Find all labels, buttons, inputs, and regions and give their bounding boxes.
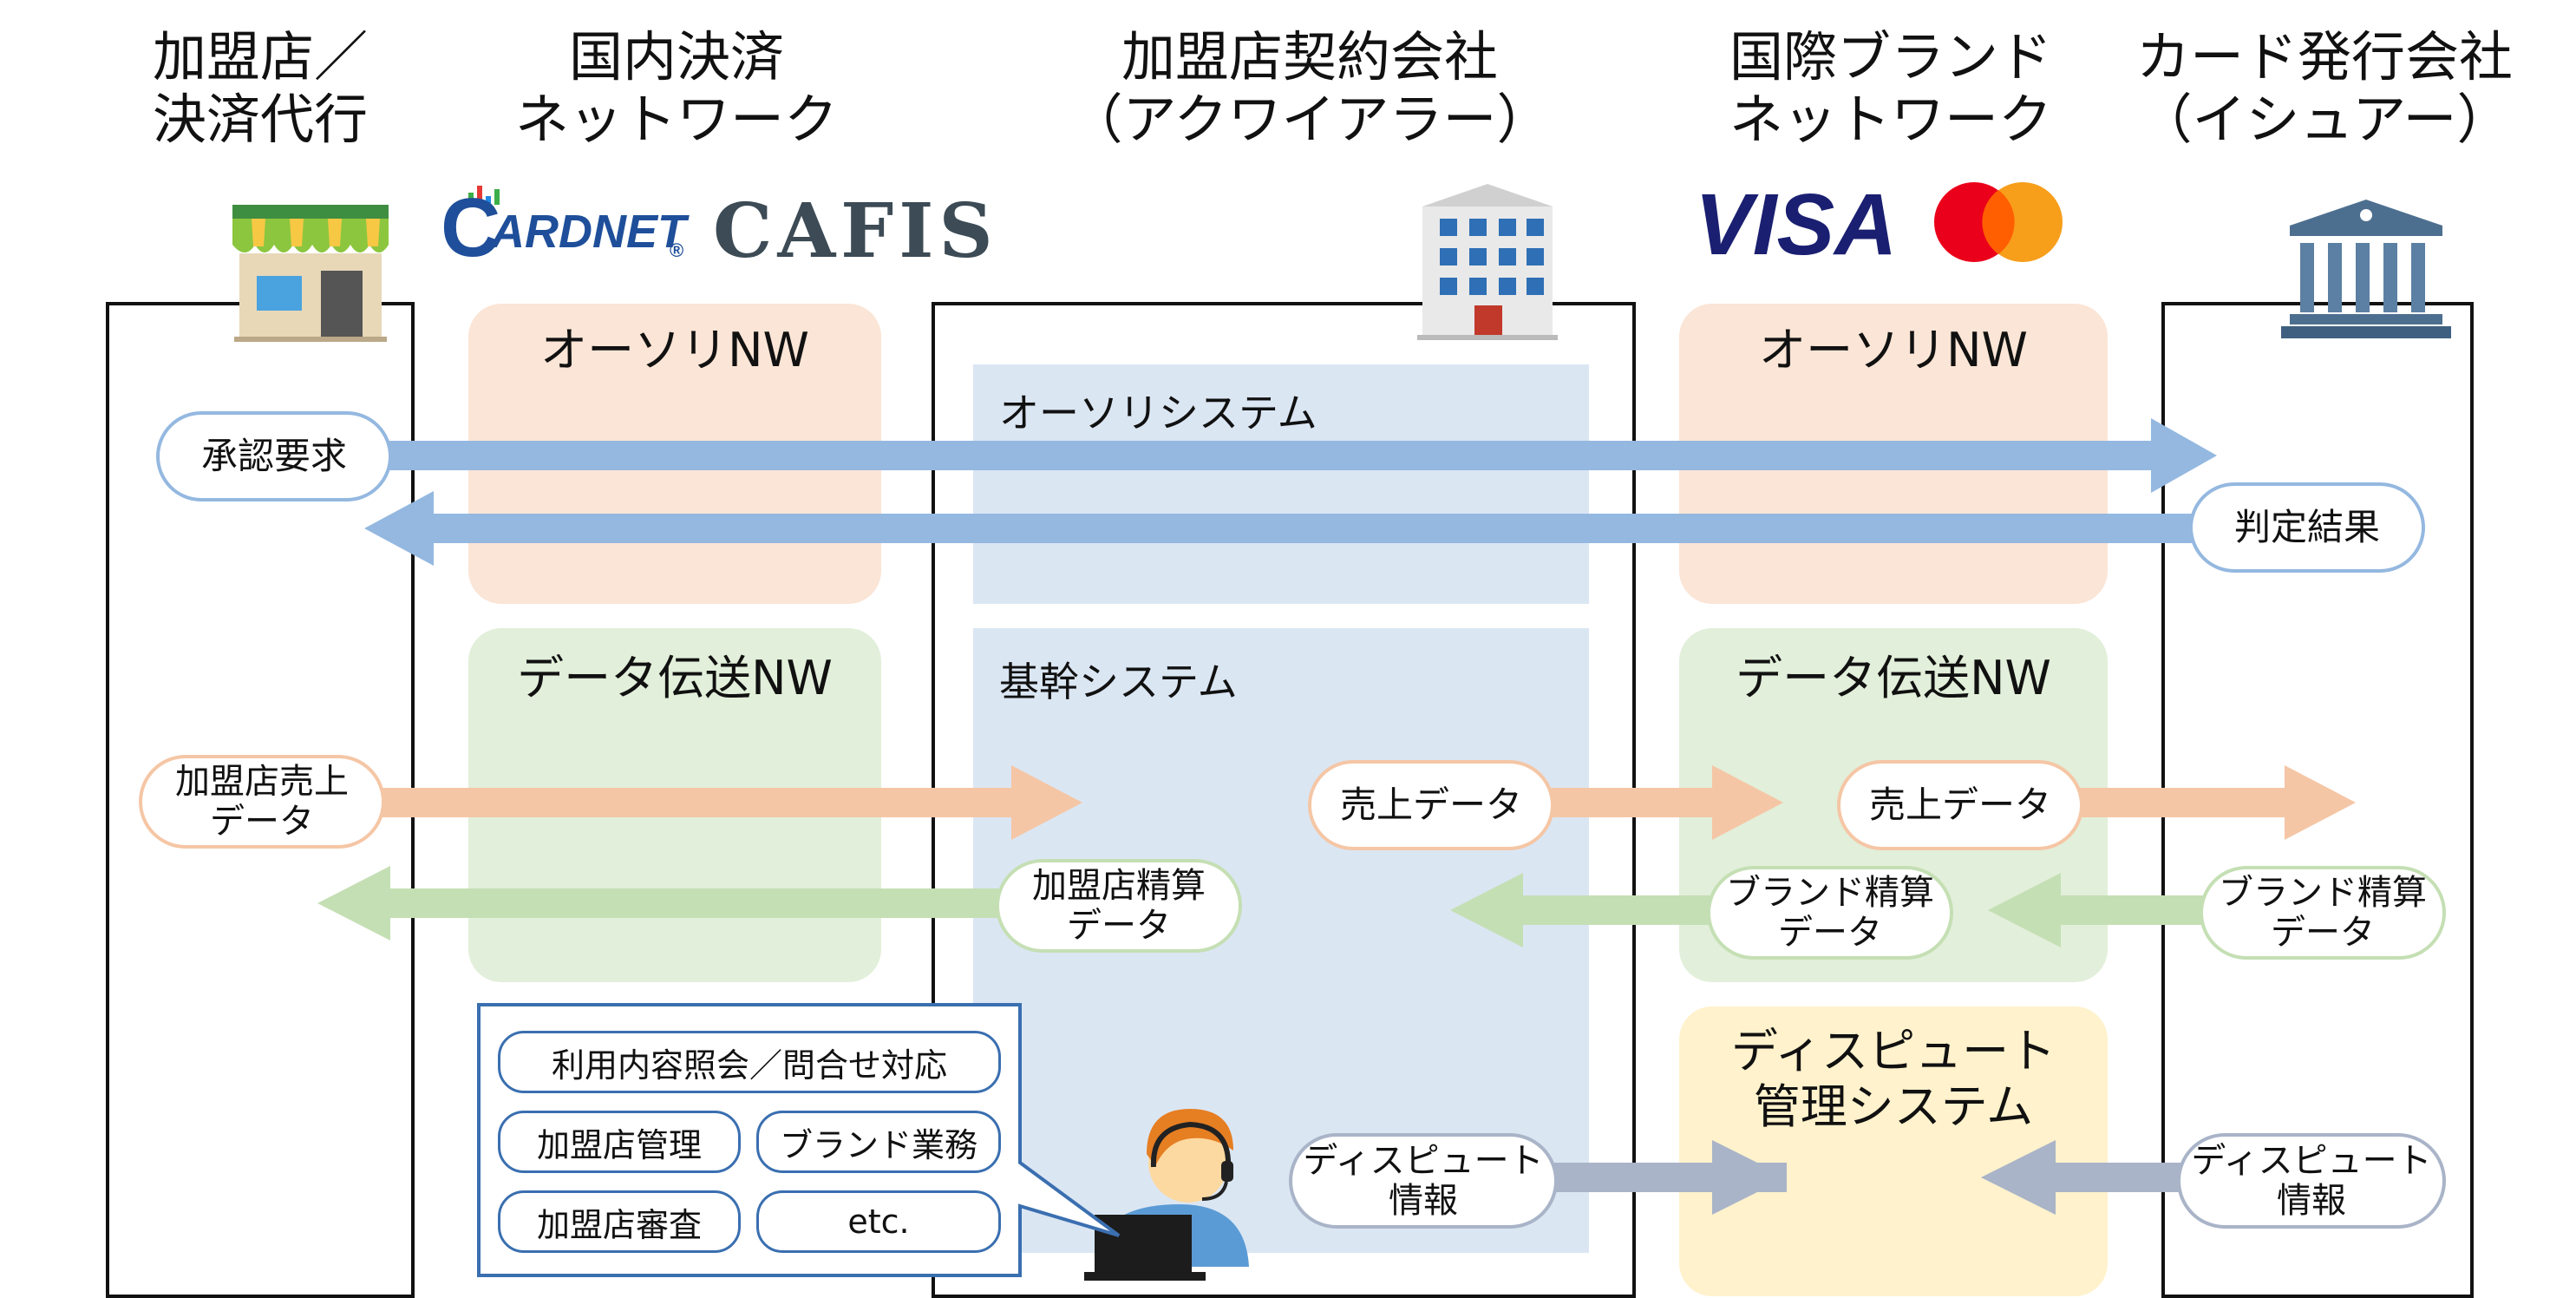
sales-data-arrow-2 bbox=[2064, 765, 2356, 840]
merchant-settlement-arrow bbox=[317, 866, 1010, 941]
merchant-sales-arrow bbox=[373, 765, 1082, 840]
ops-brand-operations: ブランド業務 bbox=[756, 1111, 1001, 1173]
brand-settlement-arrow-2 bbox=[1988, 873, 2212, 947]
approval-request-arrow bbox=[373, 418, 2217, 493]
column-title-issuer: カード発行会社 （イシュアー） bbox=[2135, 25, 2513, 151]
approval-request-label: 承認要求 bbox=[156, 411, 392, 502]
bank-icon bbox=[2281, 200, 2451, 338]
column-title-domestic-network: 国内決済 ネットワーク bbox=[514, 25, 838, 151]
ops-merchant-management: 加盟店管理 bbox=[498, 1111, 741, 1173]
domestic-auth-zone-title: オーソリNW bbox=[540, 323, 809, 377]
cardnet-logo-c: C bbox=[441, 181, 501, 274]
merchant-settlement-label: 加盟店精算 データ bbox=[996, 859, 1242, 953]
dispute-info-label-2: ディスピュート 情報 bbox=[2177, 1133, 2446, 1229]
brand-settlement-label-1: ブランド精算 データ bbox=[1707, 866, 1953, 960]
ops-etc: etc. bbox=[756, 1190, 1001, 1253]
dispute-system-title: ディスピュート 管理システム bbox=[1730, 1024, 2056, 1134]
ops-inquiry: 利用内容照会／問合せ対応 bbox=[498, 1031, 1001, 1093]
judgment-result-label: 判定結果 bbox=[2189, 482, 2425, 573]
brand-settlement-arrow-1 bbox=[1450, 873, 1726, 947]
sales-data-arrow-1 bbox=[1544, 765, 1783, 840]
auth-system-box bbox=[973, 364, 1589, 604]
domestic-data-zone-title: データ伝送NW bbox=[517, 651, 833, 705]
cardnet-mark-icon bbox=[468, 186, 500, 205]
intl-data-zone-title: データ伝送NW bbox=[1736, 651, 2051, 705]
dispute-info-arrow-1 bbox=[1544, 1140, 1787, 1215]
office-building-icon bbox=[1417, 184, 1558, 340]
intl-auth-zone-title: オーソリNW bbox=[1759, 323, 2028, 377]
mastercard-icon bbox=[1934, 182, 2063, 262]
ops-merchant-review: 加盟店審査 bbox=[498, 1190, 741, 1253]
storefront-icon bbox=[232, 205, 389, 342]
auth-system-title: オーソリシステム bbox=[999, 390, 1317, 436]
column-title-brand-network: 国際ブランド ネットワーク bbox=[1729, 25, 2052, 151]
cardnet-logo-text: ARDNET bbox=[491, 206, 686, 258]
visa-logo: VISA bbox=[1695, 176, 1898, 273]
column-title-merchant: 加盟店／ 決済代行 bbox=[152, 25, 368, 151]
cardnet-logo-mark: ® bbox=[670, 239, 684, 261]
cafis-logo: CAFIS bbox=[713, 187, 998, 275]
operator-icon bbox=[1084, 1109, 1249, 1281]
dispute-info-label-1: ディスピュート 情報 bbox=[1289, 1133, 1558, 1229]
core-system-title: 基幹システム bbox=[999, 659, 1238, 705]
merchant-sales-label: 加盟店売上 データ bbox=[139, 755, 385, 849]
sales-data-label-2: 売上データ bbox=[1837, 760, 2083, 850]
sales-data-label-1: 売上データ bbox=[1308, 760, 1554, 850]
column-title-acquirer: 加盟店契約会社 （アクワイアラー） bbox=[1069, 25, 1551, 151]
judgment-result-arrow bbox=[364, 491, 2220, 566]
brand-settlement-label-2: ブランド精算 データ bbox=[2200, 866, 2446, 960]
